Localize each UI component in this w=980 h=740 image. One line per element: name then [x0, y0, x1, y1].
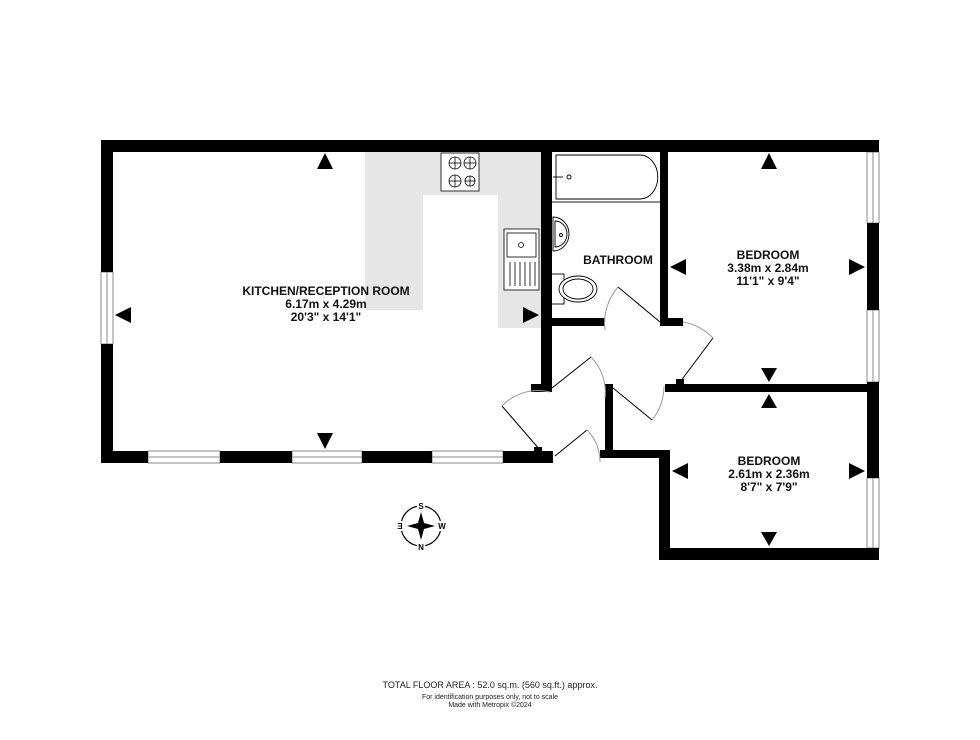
room-name: BATHROOM: [583, 253, 653, 267]
hob-icon: [440, 152, 480, 192]
room-label-bathroom: BATHROOM: [583, 254, 653, 267]
disclaimer: For identification purposes only, not to…: [421, 694, 559, 701]
dimension-arrows: [115, 153, 865, 546]
room-label-bedroom-1: BEDROOM 3.38m x 2.84m 11'1" x 9'4": [727, 249, 808, 288]
compass-north: N: [418, 543, 424, 552]
compass-south: S: [418, 502, 424, 511]
windows: [100, 151, 880, 549]
room-dim-imperial: 11'1" x 9'4": [736, 274, 800, 288]
compass-west: W: [438, 522, 446, 531]
toilet-icon: [550, 273, 598, 305]
room-label-bedroom-2: BEDROOM 2.61m x 2.36m 8'7" x 7'9": [728, 455, 809, 494]
room-label-kitchen: KITCHEN/RECEPTION ROOM 6.17m x 4.29m 20'…: [242, 285, 409, 324]
sink-icon: [503, 228, 540, 291]
room-name: BEDROOM: [737, 454, 801, 468]
compass-icon: S N E W: [396, 500, 446, 552]
room-dim-metric: 6.17m x 4.29m: [285, 297, 367, 311]
walls: [101, 140, 879, 560]
bath-icon: [550, 150, 662, 203]
room-dim-imperial: 8'7" x 7'9": [740, 480, 798, 494]
doors: [501, 286, 714, 463]
room-name: KITCHEN/RECEPTION ROOM: [242, 284, 410, 298]
washbasin-icon: [552, 216, 570, 252]
room-name: BEDROOM: [736, 248, 800, 262]
total-floor-area: TOTAL FLOOR AREA : 52.0 sq.m. (560 sq.ft…: [382, 680, 598, 690]
room-dim-metric: 2.61m x 2.36m: [728, 467, 810, 481]
compass-east: E: [397, 522, 403, 531]
entrance-door: [501, 405, 541, 451]
credit: Made with Metropix ©2024: [448, 702, 532, 709]
room-dim-imperial: 20'3" x 14'1": [290, 310, 362, 324]
room-dim-metric: 3.38m x 2.84m: [727, 261, 809, 275]
